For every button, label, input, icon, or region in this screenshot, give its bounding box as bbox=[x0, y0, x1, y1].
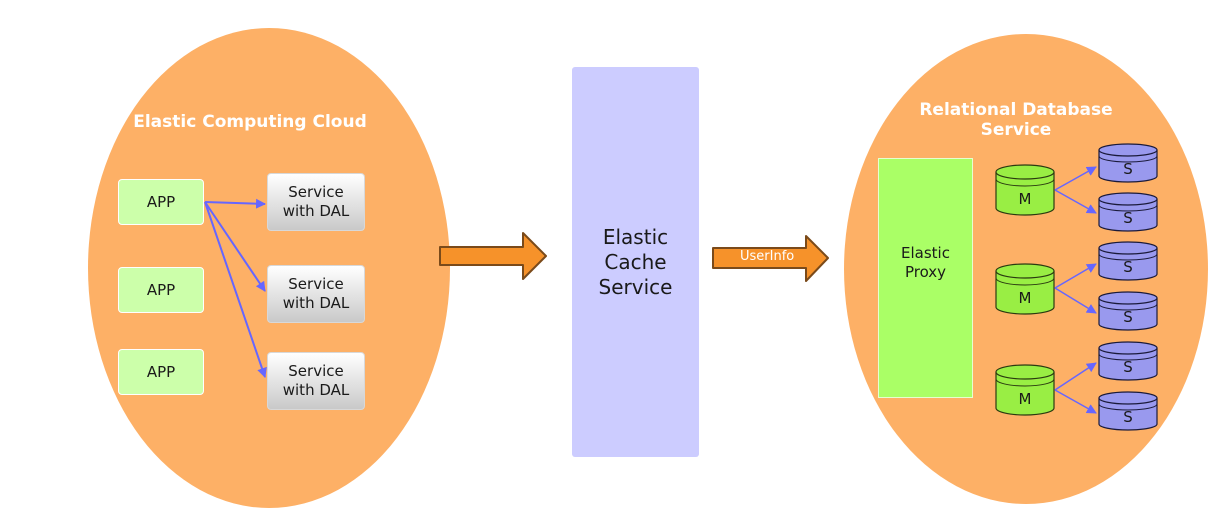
link-arrow-3 bbox=[204, 201, 267, 378]
slave-db-4 bbox=[1098, 291, 1158, 331]
flow-arrow-right bbox=[712, 235, 829, 282]
ec2-title: Elastic Computing Cloud bbox=[133, 112, 367, 132]
elastic-cache-service: Elastic Cache Service bbox=[572, 67, 699, 457]
master-db-label-3: M bbox=[1018, 390, 1032, 408]
service-box-3: Service with DAL bbox=[267, 352, 365, 410]
app-box-3: APP bbox=[118, 349, 204, 395]
link-arrow-2 bbox=[204, 201, 266, 292]
master-db-1 bbox=[995, 164, 1055, 216]
slave-db-1 bbox=[1098, 143, 1158, 183]
master-db-2 bbox=[995, 263, 1055, 315]
app-to-service-links bbox=[204, 198, 267, 378]
master-slave-links bbox=[1054, 166, 1097, 414]
slave-db-2 bbox=[1098, 192, 1158, 232]
app-box-2: APP bbox=[118, 267, 204, 313]
slave-db-label-3: S bbox=[1123, 258, 1133, 276]
master-db-3 bbox=[995, 364, 1055, 416]
slave-db-label-1: S bbox=[1123, 160, 1133, 178]
app-box-1: APP bbox=[118, 179, 204, 225]
slave-db-label-4: S bbox=[1123, 308, 1133, 326]
slave-db-5 bbox=[1098, 341, 1158, 381]
service-box-1: Service with DAL bbox=[267, 173, 365, 231]
slave-db-6 bbox=[1098, 391, 1158, 431]
service-box-2: Service with DAL bbox=[267, 265, 365, 323]
elastic-proxy: Elastic Proxy bbox=[878, 158, 973, 398]
rds-title: Relational Database Service bbox=[919, 100, 1113, 140]
userinfo-label: UserInfo bbox=[740, 249, 795, 264]
flow-arrow-left bbox=[439, 232, 547, 280]
slave-db-label-2: S bbox=[1123, 209, 1133, 227]
link-arrow-1 bbox=[204, 198, 266, 209]
slave-db-label-5: S bbox=[1123, 358, 1133, 376]
master-db-label-1: M bbox=[1018, 190, 1032, 208]
slave-db-label-6: S bbox=[1123, 408, 1133, 426]
master-db-label-2: M bbox=[1018, 289, 1032, 307]
slave-db-3 bbox=[1098, 241, 1158, 281]
